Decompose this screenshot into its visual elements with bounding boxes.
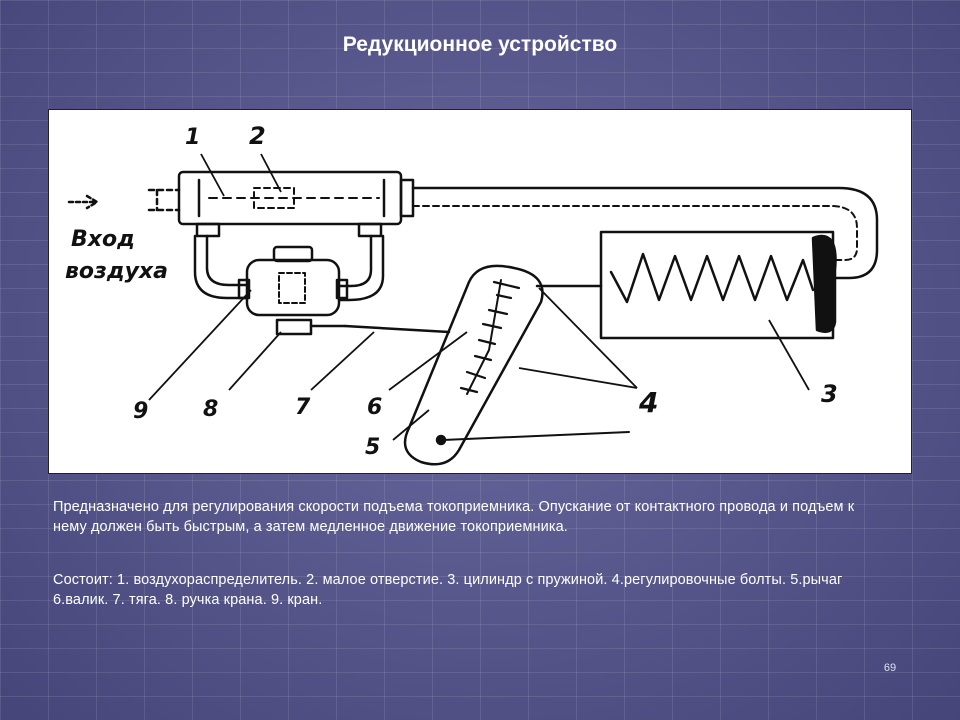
lever <box>403 264 544 466</box>
callout-8: 8 <box>203 397 218 422</box>
page-number: 69 <box>883 662 897 674</box>
callout-7: 7 <box>295 395 311 420</box>
crane-valve <box>245 258 341 317</box>
callout-6: 6 <box>367 395 382 420</box>
air-input-label-line2: воздуха <box>65 259 168 284</box>
callout-2: 2 <box>249 122 266 150</box>
crane-handle <box>275 318 313 336</box>
composition-text: Состоит: 1. воздухораспределитель. 2. ма… <box>53 572 843 608</box>
callout-5: 5 <box>365 435 380 460</box>
reduction-device-diagram: Вход воздуха 1 2 3 4 5 6 7 8 9 <box>48 109 912 474</box>
diagram-drawing: Вход воздуха 1 2 3 4 5 6 7 8 9 <box>65 122 879 466</box>
callout-4: 4 <box>638 386 658 419</box>
air-input-label-line1: Вход <box>71 227 135 252</box>
callout-9: 9 <box>133 399 148 424</box>
callout-3: 3 <box>821 380 838 408</box>
callout-1: 1 <box>185 125 200 150</box>
description-text: Предназначено для регулирования скорости… <box>53 499 855 535</box>
slide-title: Редукционное устройство <box>342 33 618 56</box>
